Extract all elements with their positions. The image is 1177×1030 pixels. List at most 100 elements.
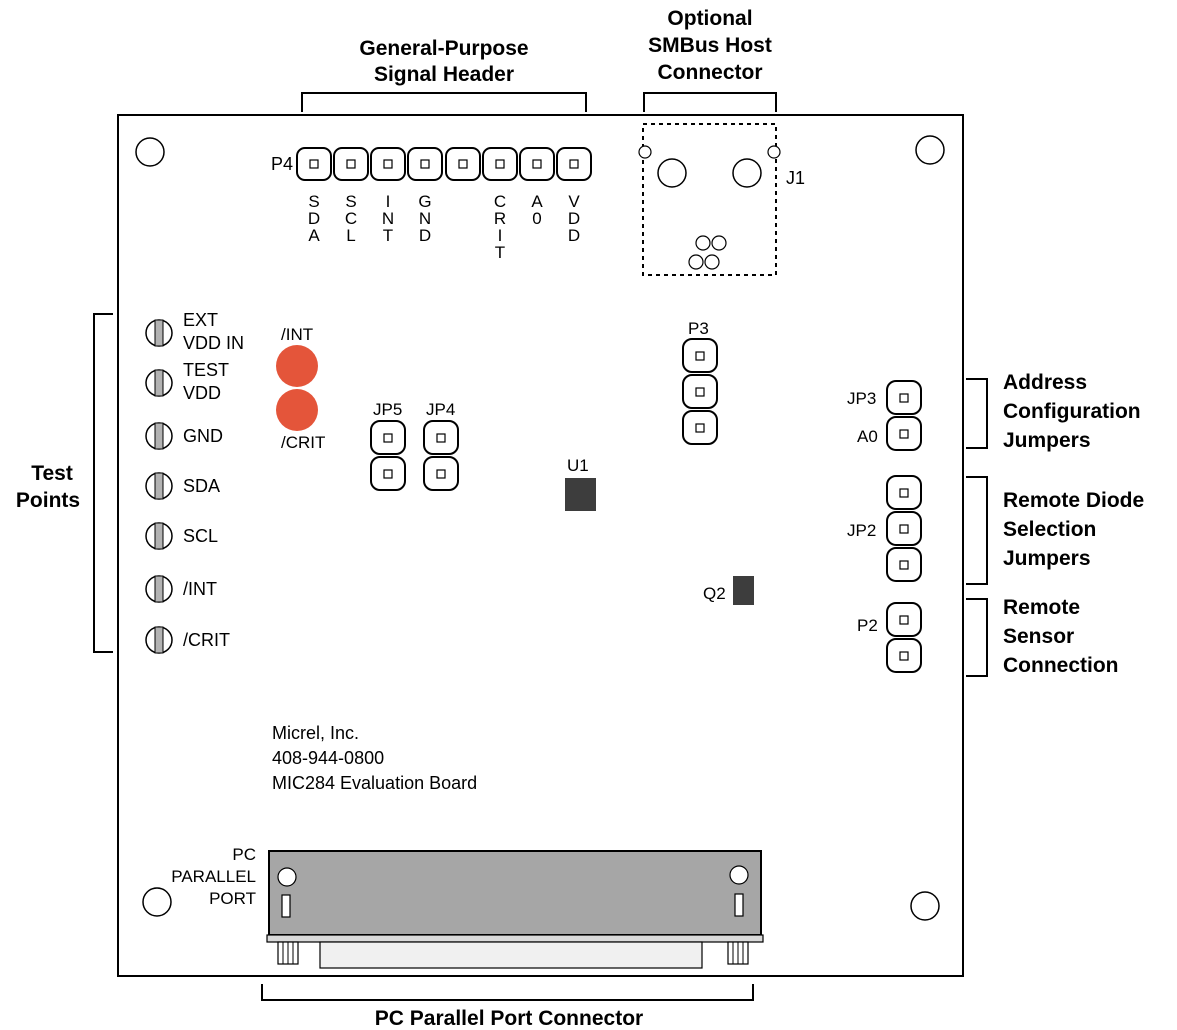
pin-pad — [383, 159, 393, 169]
j1-pin-3 — [688, 254, 704, 270]
p4-pin-letter: L — [346, 226, 355, 245]
remote-sensor-line1: Remote — [1003, 596, 1080, 619]
p4-pin-int: INT — [370, 147, 406, 245]
j1-large-hole-right — [732, 158, 762, 188]
parallel-port-connector: PC PARALLEL PORT — [171, 845, 764, 969]
p4-pin-letter: D — [568, 226, 580, 245]
test-point-post — [154, 319, 164, 347]
pc-port-label-line2: PARALLEL — [171, 867, 256, 886]
jumper-pin — [886, 416, 922, 451]
transistor-q2: Q2 — [703, 576, 754, 605]
parallel-port-pins-left — [277, 941, 299, 965]
p4-pin-letter: V — [568, 192, 580, 211]
pin-pad — [899, 488, 909, 498]
pin-pad — [458, 159, 468, 169]
parallel-port-screw-left — [277, 867, 297, 887]
pin-pad — [695, 423, 705, 433]
test-points-callout: Test Points — [16, 313, 113, 653]
j1-label: J1 — [786, 168, 805, 188]
p4-pin-letter: C — [494, 192, 506, 211]
parallel-port-slot-right — [734, 893, 744, 917]
pin-pad — [420, 159, 430, 169]
remote-sensor-callout: Remote Sensor Connection — [966, 596, 1119, 677]
remote-diode-line3: Jumpers — [1003, 547, 1091, 570]
jumper-pin — [682, 410, 718, 445]
test-point-label: EXT — [183, 310, 218, 330]
jumper-pin — [886, 547, 922, 582]
j1-pin-2 — [711, 235, 727, 251]
pin-pad — [495, 159, 505, 169]
smbus-callout-line1: Optional — [667, 7, 752, 30]
jumper-pin — [886, 638, 922, 673]
gp-header-callout: General-Purpose Signal Header — [301, 37, 587, 112]
board-info: Micrel, Inc. 408-944-0800 MIC284 Evaluat… — [272, 723, 477, 793]
pin-pad — [899, 393, 909, 403]
q2-package — [733, 576, 754, 605]
test-point-label: TEST — [183, 360, 229, 380]
test-point: GND — [145, 422, 223, 450]
jumper-jp5: JP5 — [370, 400, 406, 491]
test-point: SDA — [145, 472, 220, 500]
p4-pin-letter: C — [345, 209, 357, 228]
pin-pad — [899, 560, 909, 570]
parallel-port-shell — [319, 941, 703, 969]
jp4-label: JP4 — [426, 400, 455, 419]
smbus-callout-line2: SMBus Host — [648, 34, 772, 57]
remote-sensor-line3: Connection — [1003, 654, 1119, 677]
test-points-bracket — [93, 313, 113, 653]
p4-pin-letter: G — [418, 192, 431, 211]
test-points-callout-line1: Test — [31, 462, 73, 485]
j1-outline — [642, 123, 777, 276]
address-jumpers-callout: Address Configuration Jumpers — [966, 371, 1141, 452]
test-point: SCL — [145, 522, 218, 550]
smbus-callout-line3: Connector — [658, 61, 763, 84]
test-point-post — [154, 369, 164, 397]
gp-header-callout-line1: General-Purpose — [359, 37, 528, 60]
test-point: /INT — [145, 575, 217, 603]
mounting-hole-bottom-left — [142, 887, 172, 917]
jumper-pin — [423, 456, 459, 491]
pin-pad — [436, 433, 446, 443]
jp3-label: JP3 — [847, 389, 876, 408]
p4-pin-letter: D — [419, 226, 431, 245]
led-int-label: /INT — [281, 325, 313, 344]
p4-pin-letter: I — [498, 226, 503, 245]
p4-pin-letter: S — [308, 192, 319, 211]
jumper-pin — [423, 420, 459, 455]
p4-pin-a0: A0 — [519, 147, 555, 228]
pin-pad — [695, 351, 705, 361]
remote-sensor-line2: Sensor — [1003, 625, 1074, 648]
parallel-port-bracket — [261, 984, 754, 1001]
p4-label: P4 — [271, 154, 293, 174]
remote-diode-callout: Remote Diode Selection Jumpers — [966, 476, 1144, 585]
p4-pin-letter: 0 — [532, 209, 541, 228]
test-point-label: SDA — [183, 476, 220, 496]
p4-pin-vdd: VDD — [556, 147, 592, 245]
pin-pad — [695, 387, 705, 397]
p4-pin-gnd: GND — [407, 147, 443, 245]
parallel-port-body — [268, 850, 762, 936]
jumper-pin — [682, 338, 718, 373]
address-jumpers-bracket — [966, 378, 988, 449]
p4-pin-scl: SCL — [333, 147, 369, 245]
remote-diode-bracket — [966, 476, 988, 585]
pin-pad — [532, 159, 542, 169]
p4-pin-letter: N — [382, 209, 394, 228]
u1-package — [565, 478, 596, 511]
mounting-hole-top-left — [135, 137, 165, 167]
jumper-pin — [370, 420, 406, 455]
test-point-label: /INT — [183, 579, 217, 599]
jumper-pin — [886, 475, 922, 510]
p4-pin-unused — [445, 147, 481, 181]
test-points-callout-line2: Points — [16, 489, 80, 512]
test-point-post — [154, 626, 164, 654]
jumper-pin — [886, 380, 922, 415]
smbus-connector-j1: J1 — [638, 123, 805, 276]
pc-port-label-line1: PC — [232, 845, 256, 864]
p4-pin-letter: D — [568, 209, 580, 228]
header-p3: P3 — [682, 319, 718, 445]
pin-pad — [899, 429, 909, 439]
